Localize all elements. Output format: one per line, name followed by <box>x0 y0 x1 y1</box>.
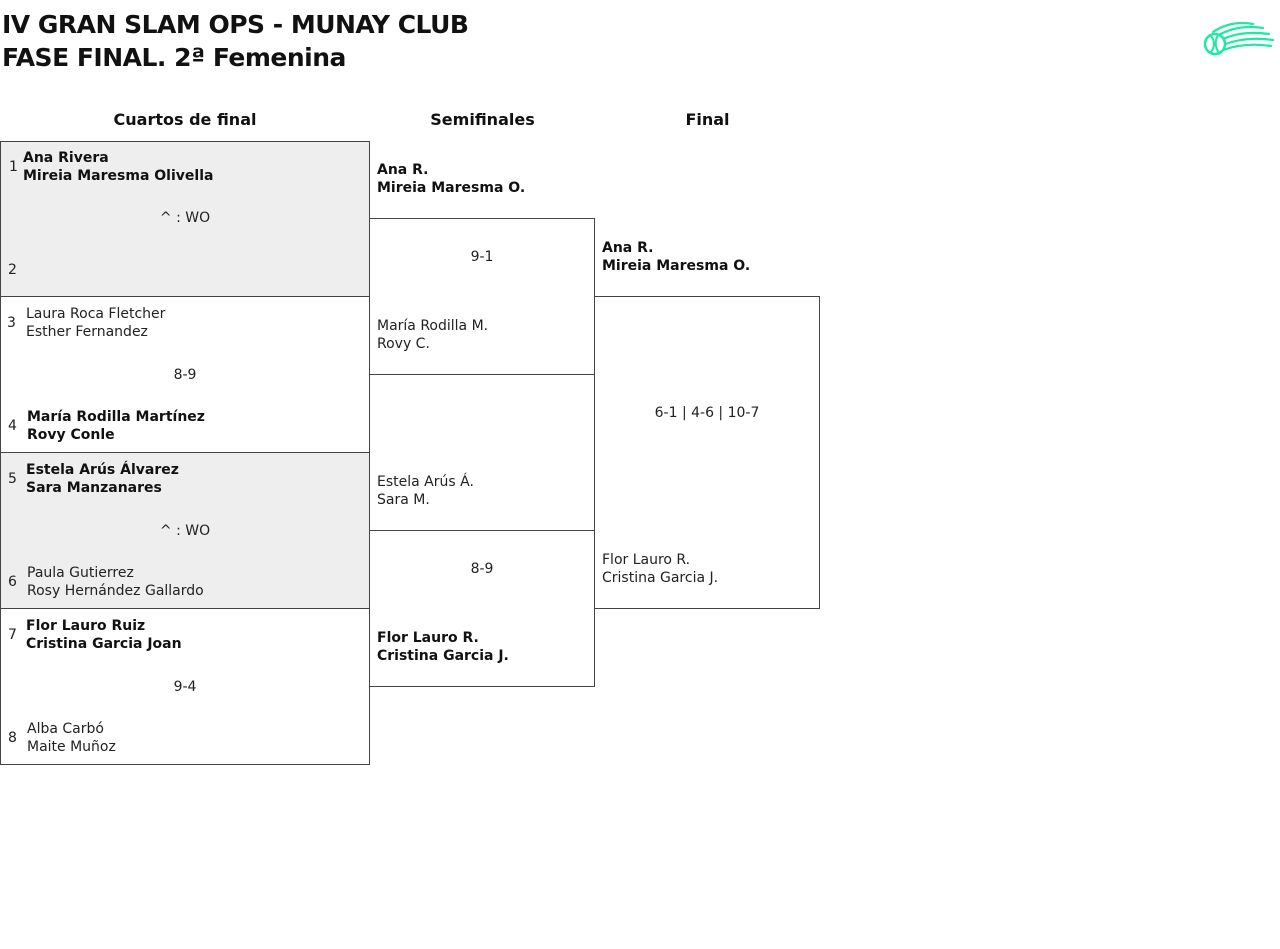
player-name: Cristina Garcia Joan <box>26 636 182 652</box>
round-heading-final: Final <box>685 110 730 129</box>
match-score: 8-9 <box>173 367 197 383</box>
quarterfinal-match-1[interactable]: 1 Ana Rivera Mireia Maresma Olivella ^ :… <box>0 141 370 297</box>
match-score: 9-4 <box>173 679 197 695</box>
seed-number: 7 <box>8 627 17 643</box>
match-score: 6-1 | 4-6 | 10-7 <box>654 405 760 421</box>
tournament-title: IV GRAN SLAM OPS - MUNAY CLUB <box>2 10 469 39</box>
tennis-ball-comet-logo-icon <box>1203 21 1275 56</box>
semifinal-2-team-top[interactable]: Estela Arús Á. Sara M. <box>377 473 474 509</box>
player-name: Sara M. <box>377 492 430 508</box>
seed-number: 6 <box>8 574 17 590</box>
player-name: Estela Arús Álvarez <box>26 462 179 478</box>
seed-number: 1 <box>9 159 18 175</box>
seed-number: 2 <box>8 262 17 278</box>
player-name: Ana R. <box>602 240 654 256</box>
player-name: Estela Arús Á. <box>377 474 474 490</box>
player-name: Paula Gutierrez <box>27 565 134 581</box>
player-name: Cristina Garcia J. <box>602 570 719 586</box>
player-name: Mireia Maresma O. <box>602 258 751 274</box>
quarterfinal-match-2[interactable]: 3 Laura Roca Fletcher Esther Fernandez 8… <box>0 296 370 453</box>
player-name: Maite Muñoz <box>27 739 116 755</box>
match-score: 8-9 <box>470 561 494 577</box>
seed-number: 3 <box>7 315 16 331</box>
page-title: IV GRAN SLAM OPS - MUNAY CLUB FASE FINAL… <box>2 8 469 74</box>
player-name: Ana R. <box>377 162 429 178</box>
player-name: Sara Manzanares <box>26 480 162 496</box>
player-name: Alba Carbó <box>27 721 104 737</box>
player-name: María Rodilla Martínez <box>27 409 205 425</box>
team-entry[interactable]: Estela Arús Álvarez Sara Manzanares <box>26 461 179 497</box>
semifinal-1-team-top[interactable]: Ana R. Mireia Maresma O. <box>377 161 525 197</box>
player-name: Laura Roca Fletcher <box>26 306 166 322</box>
semifinal-match-2[interactable]: 8-9 Flor Lauro R. Cristina Garcia J. <box>369 530 595 687</box>
player-name: Rovy Conle <box>27 427 115 443</box>
player-name: Flor Lauro R. <box>377 630 479 646</box>
player-name: Flor Lauro Ruiz <box>26 618 146 634</box>
final-team-bottom[interactable]: Flor Lauro R. Cristina Garcia J. <box>602 551 718 587</box>
player-name: Rovy C. <box>377 336 430 352</box>
quarterfinal-match-3[interactable]: 5 Estela Arús Álvarez Sara Manzanares ^ … <box>0 452 370 609</box>
team-entry[interactable]: Laura Roca Fletcher Esther Fernandez <box>26 305 165 341</box>
player-name: María Rodilla M. <box>377 318 489 334</box>
player-name: Mireia Maresma O. <box>377 180 526 196</box>
player-name: Rosy Hernández Gallardo <box>27 583 204 599</box>
player-name: Esther Fernandez <box>26 324 148 340</box>
round-heading-semifinals: Semifinales <box>430 110 535 129</box>
semifinal-2-team-bottom[interactable]: Flor Lauro R. Cristina Garcia J. <box>377 629 509 665</box>
team-entry[interactable]: Flor Lauro Ruiz Cristina Garcia Joan <box>26 617 182 653</box>
team-entry[interactable]: María Rodilla Martínez Rovy Conle <box>27 408 205 444</box>
player-name: Cristina Garcia J. <box>377 648 509 664</box>
match-score: 9-1 <box>470 249 494 265</box>
quarterfinal-match-4[interactable]: 7 Flor Lauro Ruiz Cristina Garcia Joan 9… <box>0 608 370 765</box>
team-entry[interactable]: Ana Rivera Mireia Maresma Olivella <box>23 149 213 185</box>
player-name: Flor Lauro R. <box>602 552 691 568</box>
player-name: Ana Rivera <box>23 150 109 166</box>
round-heading-quarterfinals: Cuartos de final <box>113 110 257 129</box>
match-score: ^ : WO <box>159 210 211 226</box>
seed-number: 8 <box>8 730 17 746</box>
match-score: ^ : WO <box>159 523 211 539</box>
seed-number: 4 <box>8 418 17 434</box>
semifinal-1-team-bottom[interactable]: María Rodilla M. Rovy C. <box>377 317 488 353</box>
seed-number: 5 <box>8 471 17 487</box>
team-entry[interactable]: Paula Gutierrez Rosy Hernández Gallardo <box>27 564 204 600</box>
team-entry[interactable]: Alba Carbó Maite Muñoz <box>27 720 116 756</box>
semifinal-match-1[interactable]: 9-1 María Rodilla M. Rovy C. <box>369 218 595 375</box>
category-title: FASE FINAL. 2ª Femenina <box>2 43 346 72</box>
final-team-top[interactable]: Ana R. Mireia Maresma O. <box>602 239 750 275</box>
final-match[interactable]: 6-1 | 4-6 | 10-7 Flor Lauro R. Cristina … <box>594 296 820 609</box>
player-name: Mireia Maresma Olivella <box>23 168 214 184</box>
